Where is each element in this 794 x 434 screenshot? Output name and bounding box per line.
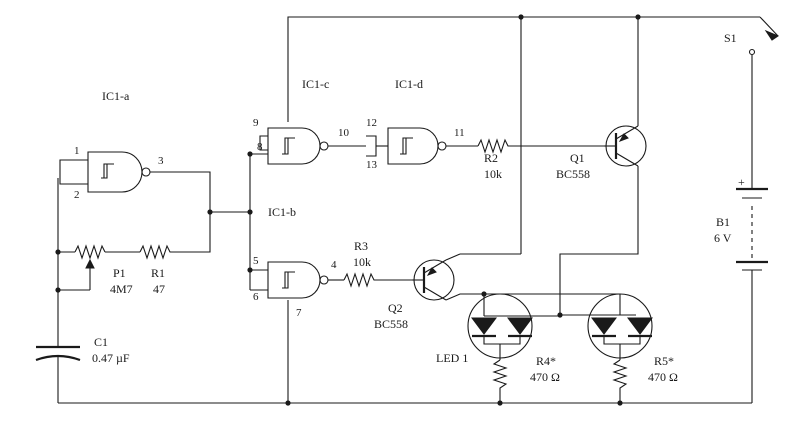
- pin-7: 7: [296, 307, 302, 319]
- b1-plus: +: [738, 175, 745, 189]
- led-1: [467, 293, 560, 360]
- resistor-r1: [139, 244, 180, 260]
- s1-name: S1: [724, 31, 737, 45]
- gate-ic1d: [366, 127, 478, 165]
- led1-name: LED 1: [436, 351, 468, 365]
- led-2: [560, 293, 653, 360]
- pin-10: 10: [338, 127, 350, 139]
- capacitor-c1: [35, 178, 81, 403]
- resistor-r2: [477, 138, 604, 154]
- pin-6: 6: [253, 291, 259, 303]
- bottom-rail: [58, 300, 752, 404]
- r2-value: 10k: [484, 167, 502, 181]
- r4-name: R4*: [536, 354, 556, 368]
- p1-value: 4M7: [110, 282, 133, 296]
- switch-s1: [748, 16, 780, 188]
- pin-1: 1: [74, 145, 80, 157]
- battery-b1: [736, 187, 768, 403]
- gate-ic1a: [59, 151, 211, 253]
- pin-5: 5: [253, 255, 259, 267]
- junction-dots: [55, 14, 641, 406]
- ic1d-label: IC1-d: [395, 77, 423, 91]
- b1-value: 6 V: [714, 231, 732, 245]
- c1-value: 0.47 µF: [92, 351, 130, 365]
- c1-name: C1: [94, 335, 108, 349]
- r1-name: R1: [151, 266, 165, 280]
- r3-value: 10k: [353, 255, 371, 269]
- pin-3: 3: [158, 155, 164, 167]
- potentiometer-p1: [58, 244, 140, 291]
- q2-type: BC558: [374, 317, 408, 331]
- r4-value: 470 Ω: [530, 370, 560, 384]
- r2-name: R2: [484, 151, 498, 165]
- r5-name: R5*: [654, 354, 674, 368]
- p1-name: P1: [113, 266, 126, 280]
- r1-value: 47: [153, 282, 165, 296]
- resistor-r3: [343, 272, 412, 288]
- gate-ic1b: [267, 261, 344, 299]
- r3-name: R3: [354, 239, 368, 253]
- pin-2: 2: [74, 189, 80, 201]
- r5-value: 470 Ω: [648, 370, 678, 384]
- transistor-q1: [559, 113, 647, 315]
- top-rail: [287, 16, 760, 255]
- transistor-q2: [412, 253, 621, 315]
- resistor-r5: [612, 359, 628, 403]
- q1-name: Q1: [570, 151, 585, 165]
- resistor-r4: [492, 359, 508, 403]
- pin-8: 8: [257, 141, 263, 153]
- pin-13: 13: [366, 159, 378, 171]
- pin-4: 4: [331, 259, 337, 271]
- q2-name: Q2: [388, 301, 403, 315]
- gate-input-wiring: [210, 135, 268, 291]
- ic1b-label: IC1-b: [268, 205, 296, 219]
- ic1a-label: IC1-a: [102, 89, 130, 103]
- q1-type: BC558: [556, 167, 590, 181]
- pin-11: 11: [454, 127, 465, 139]
- gate-ic1c: [267, 127, 366, 165]
- pin-9: 9: [253, 117, 259, 129]
- ic1c-label: IC1-c: [302, 77, 329, 91]
- pin-12: 12: [366, 117, 377, 129]
- b1-name: B1: [716, 215, 730, 229]
